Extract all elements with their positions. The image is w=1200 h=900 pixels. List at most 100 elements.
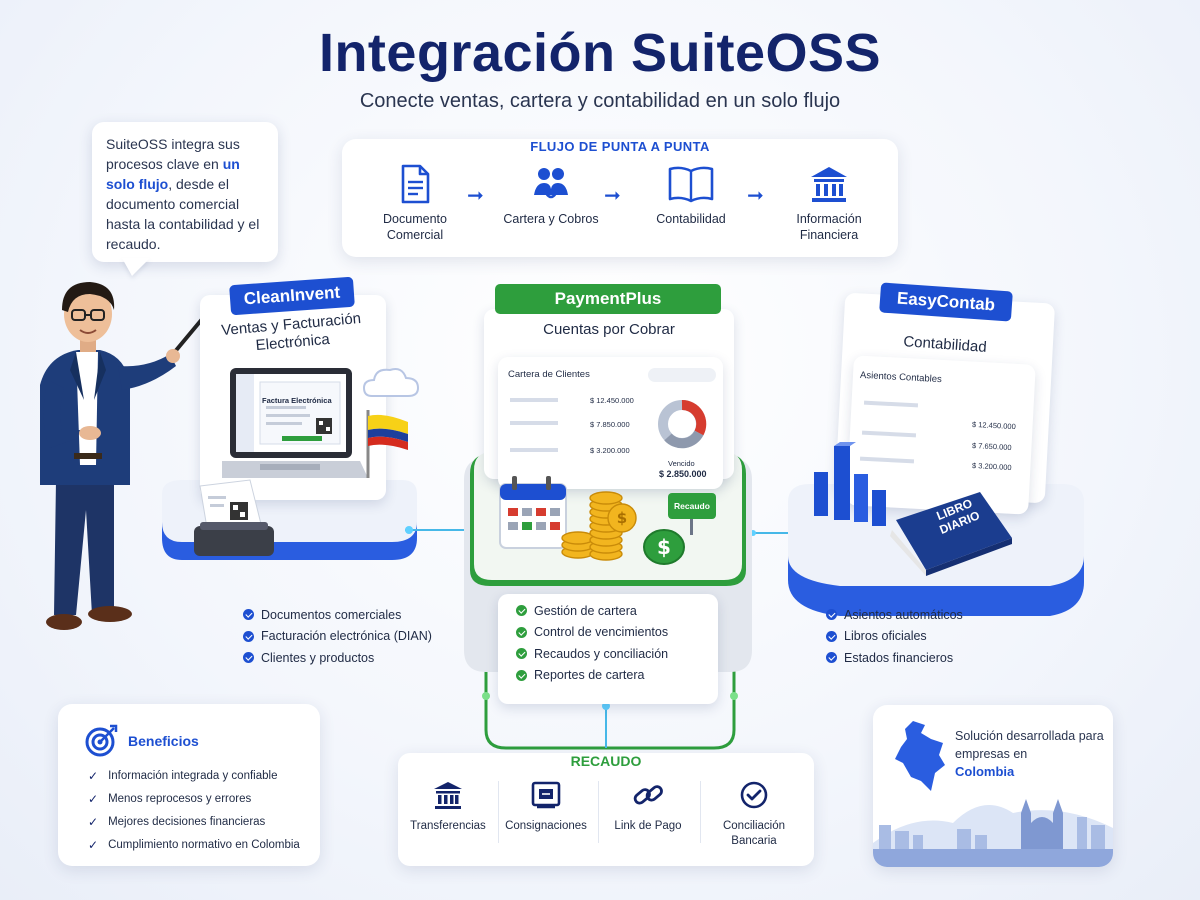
end-to-end-flow-panel: FLUJO DE PUNTA A PUNTA Documento Comerci… bbox=[342, 139, 898, 257]
feature-label: Control de vencimientos bbox=[534, 625, 669, 640]
recaudo-item-conciliacion: Conciliación Bancaria bbox=[704, 779, 804, 849]
amount-row-bar bbox=[510, 398, 558, 402]
check-icon bbox=[243, 609, 254, 621]
cartera-amount: $ 3.200.000 bbox=[590, 446, 630, 455]
feature-label: Reportes de cartera bbox=[534, 668, 645, 683]
recaudo-item-consignaciones: Consignaciones bbox=[496, 779, 596, 834]
check-icon bbox=[516, 669, 527, 681]
feature-label: Estados financieros bbox=[844, 650, 954, 665]
amount-row-bar bbox=[510, 448, 558, 452]
feature-label: Libros oficiales bbox=[844, 629, 927, 644]
check-icon bbox=[243, 630, 254, 642]
feature-item: Libros oficiales bbox=[826, 626, 963, 648]
feature-label: Asientos automáticos bbox=[844, 607, 963, 622]
amount-row-bar bbox=[510, 421, 558, 425]
paymentplus-subtitle: Cuentas por Cobrar bbox=[543, 321, 675, 338]
speech-bubble: SuiteOSS integra sus procesos clave en u… bbox=[92, 122, 278, 262]
check-circle-icon bbox=[740, 781, 768, 809]
recaudo-loop-line bbox=[482, 580, 738, 750]
target-icon bbox=[85, 724, 118, 757]
divider bbox=[598, 781, 599, 843]
flow-step-cartera: Cartera y Cobros bbox=[496, 163, 606, 227]
flow-step-contabilidad: Contabilidad bbox=[636, 163, 746, 227]
cloud-and-flag-illustration bbox=[362, 368, 420, 478]
colombia-country: Colombia bbox=[955, 764, 1015, 779]
flow-step-document: Documento Comercial bbox=[360, 163, 470, 243]
sign-post bbox=[690, 519, 693, 535]
feature-item: Control de vencimientos bbox=[516, 622, 668, 644]
recaudo-item-label: Link de Pago bbox=[614, 820, 682, 832]
feature-label: Facturación electrónica (DIAN) bbox=[261, 629, 432, 644]
document-icon bbox=[401, 164, 430, 204]
page-title: Integración SuiteOSS bbox=[318, 23, 882, 83]
due-label: Vencido bbox=[668, 459, 695, 468]
flow-step-label: Información Financiera bbox=[796, 212, 862, 242]
check-icon bbox=[516, 648, 527, 660]
invoice-screen-label: Factura Electrónica bbox=[262, 396, 332, 405]
feature-item: Documentos comerciales bbox=[243, 604, 432, 626]
check-icon bbox=[826, 652, 837, 664]
cartera-filter-pill bbox=[648, 368, 716, 382]
recaudo-item-link-de-pago: Link de Pago bbox=[598, 779, 698, 834]
benefit-item: ✓Información integrada y confiable bbox=[88, 764, 300, 787]
book-icon bbox=[668, 166, 714, 203]
donut-chart-icon bbox=[658, 399, 707, 449]
svg-text:$: $ bbox=[617, 509, 627, 527]
benefit-item: ✓Menos reprocesos y errores bbox=[88, 787, 300, 810]
benefits-list: ✓Información integrada y confiable ✓Meno… bbox=[88, 764, 300, 856]
coin-stack-icon: $ bbox=[561, 491, 637, 561]
bubble-text-start: SuiteOSS integra sus procesos clave en bbox=[106, 136, 240, 172]
flow-step-label: Documento Comercial bbox=[383, 212, 447, 242]
receipt-printer-icon bbox=[194, 479, 274, 556]
calendar-icon bbox=[499, 476, 567, 549]
flow-title: FLUJO DE PUNTA A PUNTA bbox=[530, 139, 710, 154]
libro-diario-book-icon bbox=[890, 492, 1012, 576]
bar-chart-icon bbox=[814, 442, 886, 526]
due-value: $ 2.850.000 bbox=[659, 469, 707, 479]
cleaninvent-features: Documentos comerciales Facturación elect… bbox=[243, 604, 432, 669]
benefits-title: Beneficios bbox=[128, 733, 199, 749]
flow-step-label: Contabilidad bbox=[656, 212, 726, 226]
feature-item: Reportes de cartera bbox=[516, 665, 668, 687]
recaudo-sign: Recaudo bbox=[668, 493, 716, 519]
easycontab-features: Asientos automáticos Libros oficiales Es… bbox=[826, 604, 963, 669]
checkmark-icon: ✓ bbox=[88, 837, 99, 852]
benefit-label: Mejores decisiones financieras bbox=[108, 815, 266, 828]
checkmark-icon: ✓ bbox=[88, 814, 99, 829]
bank-icon bbox=[434, 782, 462, 809]
cartera-amount: $ 7.850.000 bbox=[590, 420, 630, 429]
deposit-icon bbox=[531, 781, 561, 809]
people-icon bbox=[534, 168, 568, 199]
arrow-right-icon: ➞ bbox=[604, 185, 621, 207]
check-icon bbox=[243, 652, 254, 664]
presenter-illustration bbox=[40, 282, 210, 630]
recaudo-title: RECAUDO bbox=[570, 753, 642, 769]
arrow-right-icon: ➞ bbox=[747, 185, 764, 207]
city-skyline-illustration bbox=[873, 799, 1113, 867]
divider bbox=[700, 781, 701, 843]
bubble-text-end: , desde el documento comercial hasta la … bbox=[106, 176, 260, 252]
colombia-text: Solución desarrollada para empresas en C… bbox=[955, 727, 1105, 781]
recaudo-item-label: Consignaciones bbox=[505, 820, 587, 832]
feature-item: Gestión de cartera bbox=[516, 600, 668, 622]
bank-icon bbox=[811, 167, 847, 202]
paymentplus-tag: PaymentPlus bbox=[495, 284, 721, 314]
feature-item: Asientos automáticos bbox=[826, 604, 963, 626]
check-icon bbox=[826, 609, 837, 621]
benefit-label: Cumplimiento normativo en Colombia bbox=[108, 838, 300, 851]
cartera-panel-title: Cartera de Clientes bbox=[508, 369, 590, 380]
check-icon bbox=[516, 626, 527, 638]
arrow-right-icon: ➞ bbox=[467, 185, 484, 207]
recaudo-item-transferencias: Transferencias bbox=[398, 779, 498, 834]
benefit-item: ✓ Cumplimiento normativo en Colombia bbox=[88, 833, 300, 856]
speech-bubble-tail bbox=[122, 258, 150, 276]
recaudo-item-label: Conciliación Bancaria bbox=[722, 820, 785, 847]
feature-label: Gestión de cartera bbox=[534, 603, 637, 618]
checkmark-icon: ✓ bbox=[88, 768, 99, 783]
page-subtitle: Conecte ventas, cartera y contabilidad e… bbox=[359, 90, 841, 112]
benefits-panel: Beneficios ✓Información integrada y conf… bbox=[58, 704, 320, 866]
flow-step-label: Cartera y Cobros bbox=[503, 212, 599, 226]
flow-step-informacion: Información Financiera bbox=[774, 163, 884, 243]
feature-label: Documentos comerciales bbox=[261, 607, 402, 622]
laptop-illustration bbox=[222, 368, 368, 478]
